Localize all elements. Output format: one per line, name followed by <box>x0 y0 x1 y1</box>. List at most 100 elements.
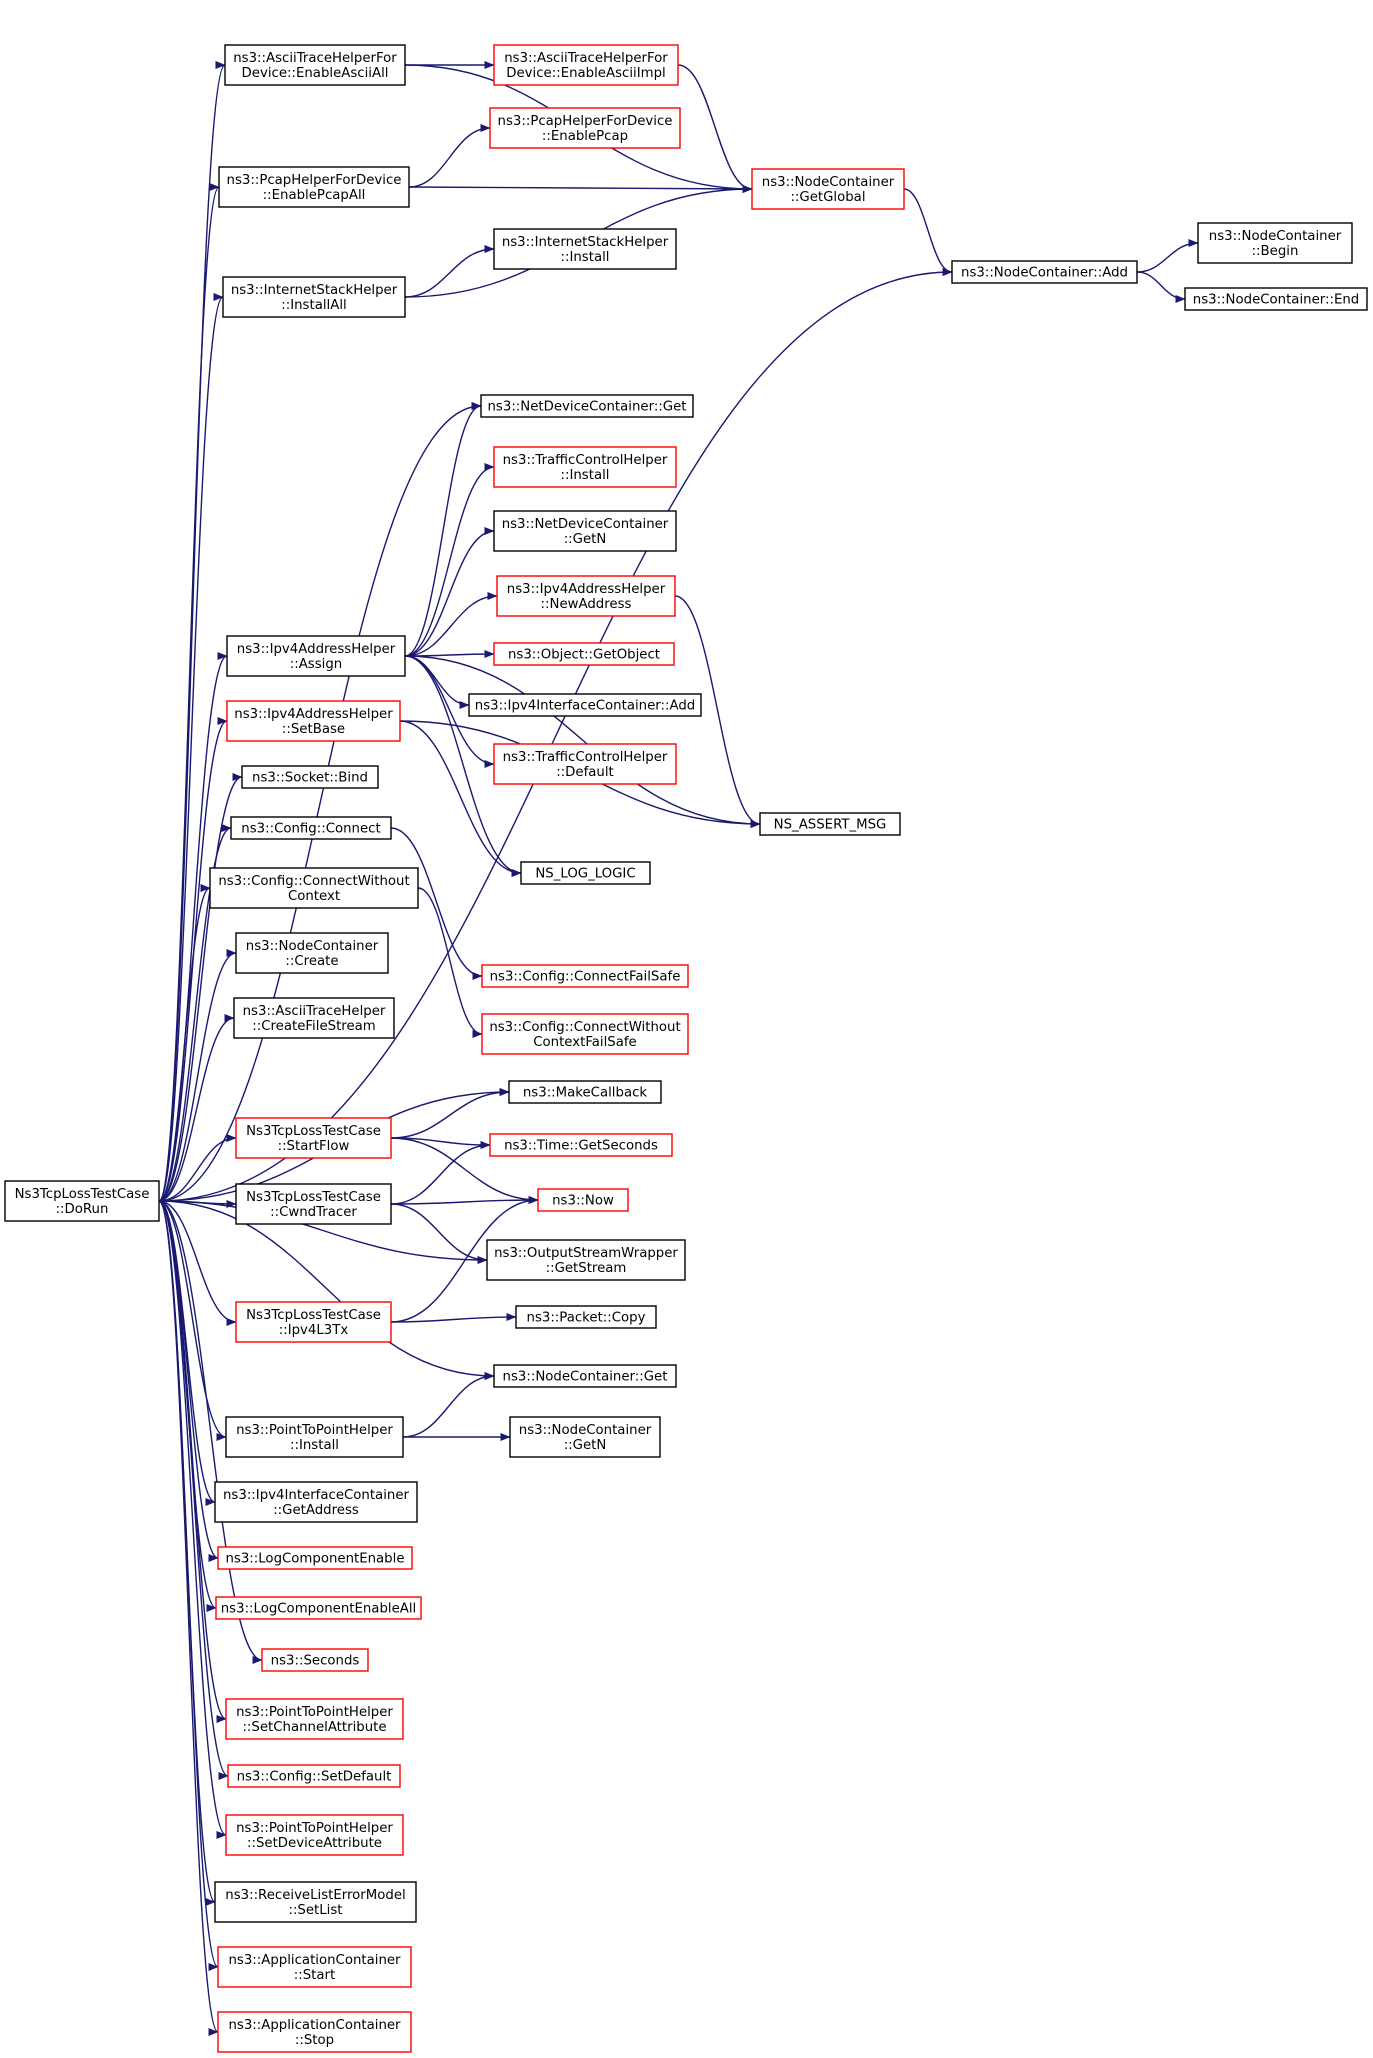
node-box-ish_installall[interactable] <box>222 276 406 318</box>
node-box-config_connectwithoutfailsafe[interactable] <box>481 1013 689 1055</box>
node-box-nc_getglobal[interactable] <box>751 168 905 210</box>
node-box-nc_add[interactable] <box>951 260 1138 284</box>
node-box-root[interactable] <box>4 1180 160 1222</box>
node-box-ascii_enable_impl[interactable] <box>493 44 679 86</box>
node-nc_end[interactable]: ns3::NodeContainer::End <box>1184 287 1368 311</box>
node-box-nc_get[interactable] <box>493 1364 677 1388</box>
node-box-ath_createfilestream[interactable] <box>233 997 395 1039</box>
node-seconds[interactable]: ns3::Seconds <box>261 1648 369 1672</box>
node-now[interactable]: ns3::Now <box>537 1188 629 1212</box>
node-ac_stop[interactable]: ns3::ApplicationContainer::Stop <box>217 2011 412 2053</box>
node-ath_createfilestream[interactable]: ns3::AsciiTraceHelper::CreateFileStream <box>233 997 395 1039</box>
node-nc_create[interactable]: ns3::NodeContainer::Create <box>235 932 389 974</box>
node-box-ipv4ah_setbase[interactable] <box>226 700 401 742</box>
node-logcomponentenable[interactable]: ns3::LogComponentEnable <box>217 1546 413 1570</box>
node-cwndtracer[interactable]: Ns3TcpLossTestCase::CwndTracer <box>235 1183 392 1225</box>
node-packet_copy[interactable]: ns3::Packet::Copy <box>515 1305 657 1329</box>
node-makecallback[interactable]: ns3::MakeCallback <box>508 1080 662 1104</box>
node-ascii_enable_impl[interactable]: ns3::AsciiTraceHelperForDevice::EnableAs… <box>493 44 679 86</box>
node-box-ipv4ic_add[interactable] <box>468 693 702 717</box>
node-box-tch_default[interactable] <box>493 743 677 785</box>
node-box-nc_begin[interactable] <box>1197 222 1353 264</box>
node-logcomponentenableall[interactable]: ns3::LogComponentEnableAll <box>215 1596 422 1620</box>
node-ipv4ah_assign[interactable]: ns3::Ipv4AddressHelper::Assign <box>226 635 406 677</box>
node-box-config_connect[interactable] <box>230 816 392 840</box>
node-box-cwndtracer[interactable] <box>235 1183 392 1225</box>
node-pcap_enable_all[interactable]: ns3::PcapHelperForDevice::EnablePcapAll <box>218 166 410 208</box>
node-config_connect[interactable]: ns3::Config::Connect <box>230 816 392 840</box>
node-ndc_getn[interactable]: ns3::NetDeviceContainer::GetN <box>493 510 677 552</box>
node-object_getobject[interactable]: ns3::Object::GetObject <box>493 642 675 666</box>
node-config_setdefault[interactable]: ns3::Config::SetDefault <box>227 1764 401 1788</box>
node-box-logcomponentenableall[interactable] <box>215 1596 422 1620</box>
node-nc_add[interactable]: ns3::NodeContainer::Add <box>951 260 1138 284</box>
node-ac_start[interactable]: ns3::ApplicationContainer::Start <box>217 1946 412 1988</box>
node-box-config_setdefault[interactable] <box>227 1764 401 1788</box>
node-ipv4ah_newaddress[interactable]: ns3::Ipv4AddressHelper::NewAddress <box>496 575 676 617</box>
node-p2ph_setchannelattribute[interactable]: ns3::PointToPointHelper::SetChannelAttri… <box>225 1698 404 1740</box>
node-ipv4ic_getaddress[interactable]: ns3::Ipv4InterfaceContainer::GetAddress <box>214 1481 418 1523</box>
node-box-ish_install[interactable] <box>493 228 677 270</box>
node-nc_getglobal[interactable]: ns3::NodeContainer::GetGlobal <box>751 168 905 210</box>
node-p2ph_setdeviceattribute[interactable]: ns3::PointToPointHelper::SetDeviceAttrib… <box>225 1814 404 1856</box>
node-tch_default[interactable]: ns3::TrafficControlHelper::Default <box>493 743 677 785</box>
node-startflow[interactable]: Ns3TcpLossTestCase::StartFlow <box>235 1117 392 1159</box>
node-box-object_getobject[interactable] <box>493 642 675 666</box>
node-box-nc_create[interactable] <box>235 932 389 974</box>
node-box-socket_bind[interactable] <box>241 765 379 789</box>
node-box-p2ph_setchannelattribute[interactable] <box>225 1698 404 1740</box>
node-config_connectfailsafe[interactable]: ns3::Config::ConnectFailSafe <box>481 964 689 988</box>
node-ascii_enable_all[interactable]: ns3::AsciiTraceHelperForDevice::EnableAs… <box>224 44 406 86</box>
node-box-ipv4ah_newaddress[interactable] <box>496 575 676 617</box>
node-box-now[interactable] <box>537 1188 629 1212</box>
node-ns_log_logic[interactable]: NS_LOG_LOGIC <box>520 861 651 885</box>
node-p2ph_install[interactable]: ns3::PointToPointHelper::Install <box>225 1416 404 1458</box>
node-root[interactable]: Ns3TcpLossTestCase::DoRun <box>4 1180 160 1222</box>
node-box-config_connectfailsafe[interactable] <box>481 964 689 988</box>
node-box-ac_start[interactable] <box>217 1946 412 1988</box>
node-ish_installall[interactable]: ns3::InternetStackHelper::InstallAll <box>222 276 406 318</box>
node-box-ascii_enable_all[interactable] <box>224 44 406 86</box>
node-ns_assert_msg[interactable]: NS_ASSERT_MSG <box>759 812 901 836</box>
node-box-p2ph_setdeviceattribute[interactable] <box>225 1814 404 1856</box>
node-box-seconds[interactable] <box>261 1648 369 1672</box>
node-box-packet_copy[interactable] <box>515 1305 657 1329</box>
node-ish_install[interactable]: ns3::InternetStackHelper::Install <box>493 228 677 270</box>
node-box-ipv4ic_getaddress[interactable] <box>214 1481 418 1523</box>
node-osw_getstream[interactable]: ns3::OutputStreamWrapper::GetStream <box>486 1239 686 1281</box>
node-box-makecallback[interactable] <box>508 1080 662 1104</box>
node-rlem_setlist[interactable]: ns3::ReceiveListErrorModel::SetList <box>214 1881 417 1923</box>
node-box-ndc_getn[interactable] <box>493 510 677 552</box>
node-config_connectwithoutfailsafe[interactable]: ns3::Config::ConnectWithoutContextFailSa… <box>481 1013 689 1055</box>
node-time_getseconds[interactable]: ns3::Time::GetSeconds <box>489 1133 673 1157</box>
node-ipv4ic_add[interactable]: ns3::Ipv4InterfaceContainer::Add <box>468 693 702 717</box>
node-box-config_connectwithout[interactable] <box>209 867 419 909</box>
node-box-startflow[interactable] <box>235 1117 392 1159</box>
node-box-ipv4l3tx[interactable] <box>235 1301 392 1343</box>
node-box-osw_getstream[interactable] <box>486 1239 686 1281</box>
node-ipv4ah_setbase[interactable]: ns3::Ipv4AddressHelper::SetBase <box>226 700 401 742</box>
node-pcap_enable_pcap[interactable]: ns3::PcapHelperForDevice::EnablePcap <box>489 107 681 149</box>
node-ndc_get[interactable]: ns3::NetDeviceContainer::Get <box>480 394 694 418</box>
node-box-pcap_enable_all[interactable] <box>218 166 410 208</box>
node-box-pcap_enable_pcap[interactable] <box>489 107 681 149</box>
node-nc_get[interactable]: ns3::NodeContainer::Get <box>493 1364 677 1388</box>
node-tch_install[interactable]: ns3::TrafficControlHelper::Install <box>493 446 677 488</box>
node-box-nc_getn[interactable] <box>509 1416 661 1458</box>
node-box-p2ph_install[interactable] <box>225 1416 404 1458</box>
node-box-ac_stop[interactable] <box>217 2011 412 2053</box>
node-box-ns_assert_msg[interactable] <box>759 812 901 836</box>
node-box-time_getseconds[interactable] <box>489 1133 673 1157</box>
node-box-ndc_get[interactable] <box>480 394 694 418</box>
node-box-ns_log_logic[interactable] <box>520 861 651 885</box>
node-box-tch_install[interactable] <box>493 446 677 488</box>
node-box-rlem_setlist[interactable] <box>214 1881 417 1923</box>
node-box-logcomponentenable[interactable] <box>217 1546 413 1570</box>
node-box-nc_end[interactable] <box>1184 287 1368 311</box>
node-nc_begin[interactable]: ns3::NodeContainer::Begin <box>1197 222 1353 264</box>
node-nc_getn[interactable]: ns3::NodeContainer::GetN <box>509 1416 661 1458</box>
node-socket_bind[interactable]: ns3::Socket::Bind <box>241 765 379 789</box>
node-ipv4l3tx[interactable]: Ns3TcpLossTestCase::Ipv4L3Tx <box>235 1301 392 1343</box>
node-box-ipv4ah_assign[interactable] <box>226 635 406 677</box>
